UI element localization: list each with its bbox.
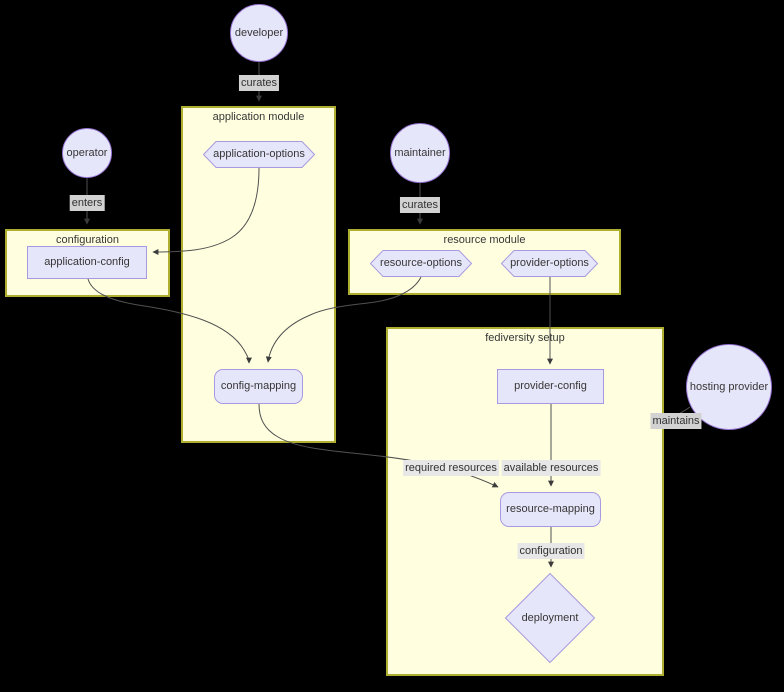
hexagon-shape <box>370 250 472 277</box>
diamond-shape <box>505 573 595 663</box>
node-application-config: application-config <box>27 246 147 279</box>
node-provider-config: provider-config <box>497 369 604 404</box>
node-resource-options: resource-options <box>370 250 472 277</box>
cluster-title-resource-module: resource module <box>443 234 526 246</box>
hexagon-shape <box>203 141 315 168</box>
node-config-mapping: config-mapping <box>214 369 303 404</box>
node-developer: developer <box>230 4 288 62</box>
node-resource-mapping: resource-mapping <box>500 492 601 527</box>
edge-label-curates-maintainer: curates <box>399 197 441 213</box>
cluster-title-configuration: configuration <box>56 234 119 246</box>
hexagon-shape <box>501 250 598 277</box>
edge-label-enters: enters <box>69 195 105 211</box>
edge-label-configuration: configuration <box>517 543 585 559</box>
node-application-options: application-options <box>203 141 315 168</box>
edge-label-maintains: maintains <box>650 413 702 429</box>
node-maintainer: maintainer <box>390 123 450 183</box>
cluster-title-fediversity-setup: fediversity setup <box>485 332 565 344</box>
node-operator: operator <box>62 128 112 178</box>
node-provider-options: provider-options <box>501 250 598 277</box>
node-deployment: deployment <box>505 573 595 663</box>
edge-label-available-resources: available resources <box>501 460 601 476</box>
edge-label-curates-developer: curates <box>238 75 280 91</box>
edge-label-required-resources: required resources <box>403 460 499 476</box>
cluster-title-application-module: application module <box>212 111 305 123</box>
